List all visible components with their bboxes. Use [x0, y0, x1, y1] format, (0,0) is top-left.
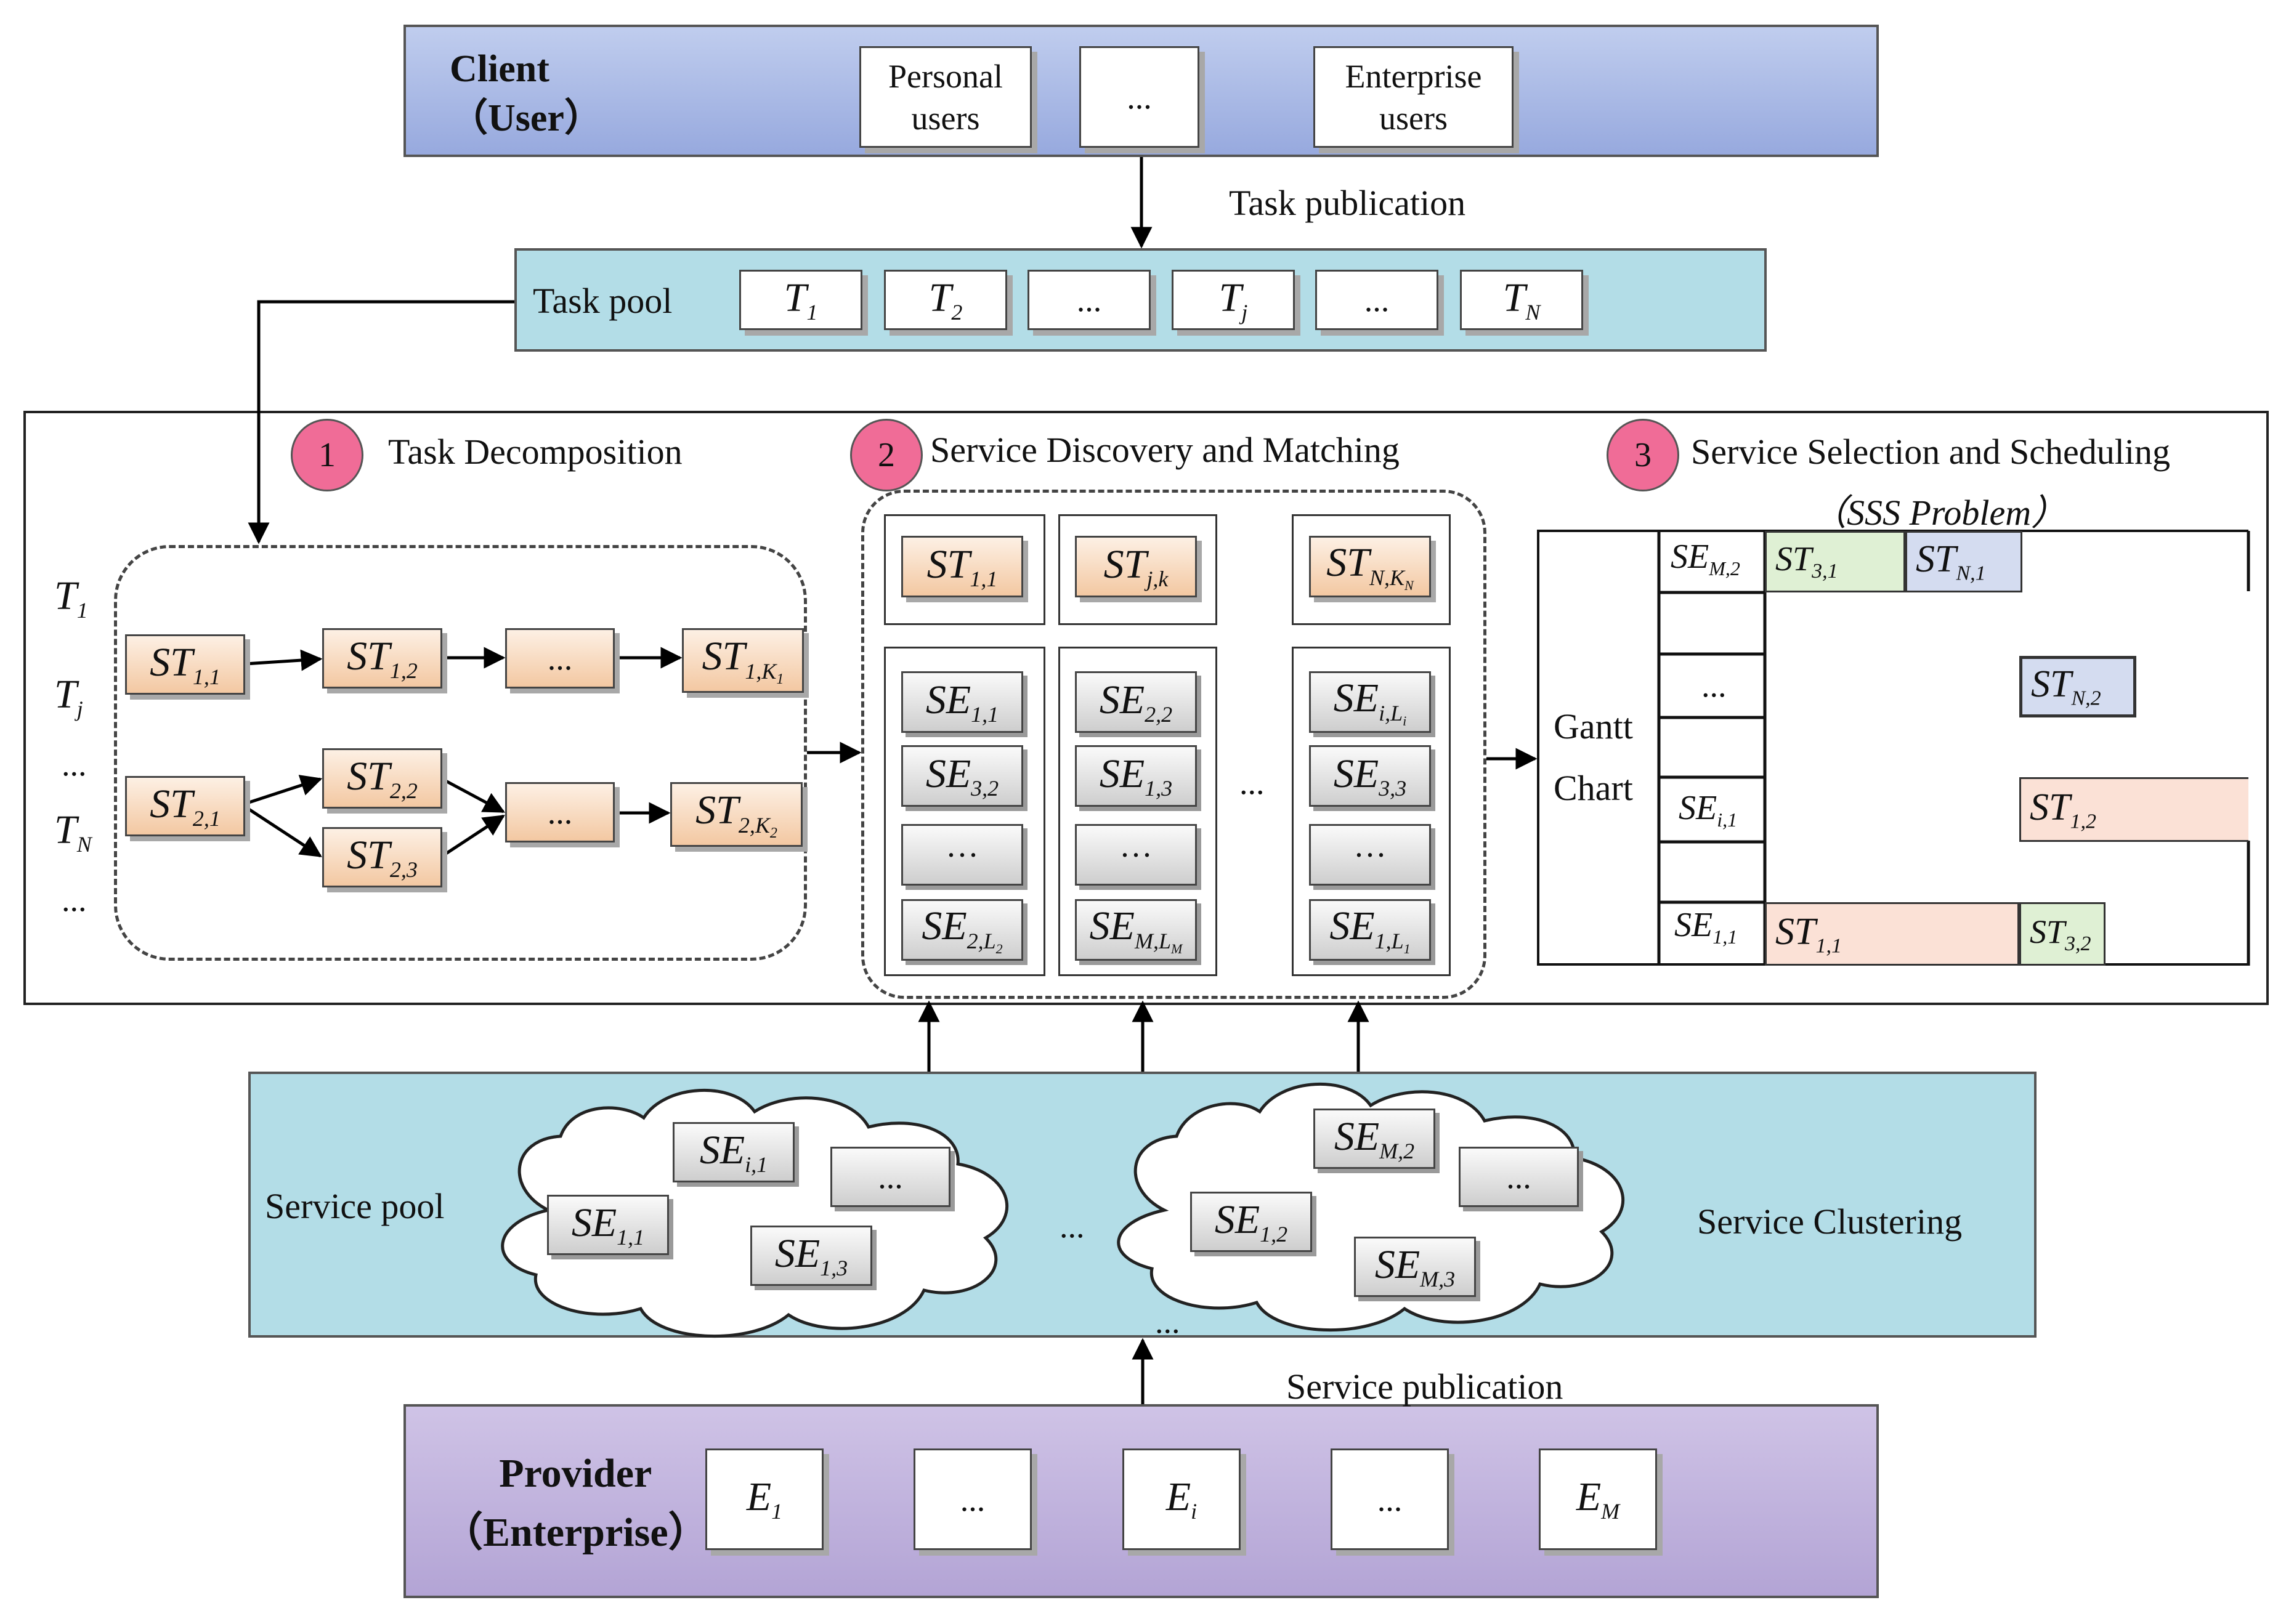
subtask-ST22: ST2,2 [322, 748, 442, 809]
task-publication-label: Task publication [1229, 183, 1466, 223]
provider-Ei: Ei [1122, 1448, 1241, 1550]
task-ellipsis-1: ... [1027, 270, 1151, 330]
service-pool-label: Service pool [265, 1186, 445, 1226]
gantt-label-SEM2: SEM,2 [1671, 538, 1740, 580]
gantt-bar-ST32: ST3,2 [2019, 902, 2106, 966]
left-label-Tj: Tj [54, 672, 83, 722]
left-label-ellipsis-1: ... [62, 746, 87, 783]
task-ellipsis-2: ... [1315, 270, 1438, 330]
service-clustering-label: Service Clustering [1697, 1202, 1963, 1242]
pool-SE13: SE1,3 [750, 1226, 872, 1286]
step1-label: Task Decomposition [388, 432, 683, 472]
se-M-LM: SEM,LM [1075, 899, 1197, 961]
matching-region [861, 490, 1486, 999]
se-i-Li: SEi,Li [1309, 671, 1431, 733]
pool-SE12: SE1,2 [1190, 1192, 1312, 1252]
step2-label: Service Discovery and Matching [930, 430, 1400, 470]
service-publication-label: Service publication [1286, 1367, 1563, 1407]
arrow-pool-to-decomposition [248, 300, 514, 544]
step1-badge: 1 [291, 419, 363, 491]
subtask-ellipsis-2: ... [505, 782, 615, 842]
gantt-bar-ST12: ST1,2 [2019, 777, 2248, 842]
match-ST11: ST1,1 [901, 536, 1023, 597]
enterprise-users-box: Enterprise users [1313, 46, 1514, 148]
task-Tj: Tj [1172, 270, 1295, 330]
gantt-bar-ST31: ST3,1 [1765, 531, 1905, 592]
pool-ellipsis-1: ... [830, 1147, 950, 1207]
subtask-ellipsis-1: ... [505, 628, 615, 689]
se-1-L1: SE1,L1 [1309, 899, 1431, 961]
subtask-ST1K1: ST1,K1 [682, 628, 804, 693]
se-2-2: SE2,2 [1075, 671, 1197, 733]
pool-bottom-ellipsis: ... [1155, 1303, 1180, 1340]
gantt-bar-ST11: ST1,1 [1765, 902, 2019, 966]
provider-EM: EM [1539, 1448, 1657, 1550]
match-STjk: STj,k [1075, 536, 1197, 597]
provider-E1: E1 [705, 1448, 824, 1550]
cloud-right [1117, 1083, 1625, 1332]
subtask-ST2K2: ST2,K2 [670, 782, 803, 847]
step3-badge: 3 [1607, 419, 1679, 491]
se-col3-ellipsis: ··· [1309, 824, 1431, 886]
task-T1: T1 [739, 270, 862, 330]
step3-sublabel: （SSS Problem） [1811, 493, 2067, 533]
arrow-ST21-ST22 [245, 775, 323, 806]
se-3-3: SE3,3 [1309, 745, 1431, 807]
se-col2-ellipsis: ··· [1075, 824, 1197, 886]
gantt-label: Gantt Chart [1554, 706, 1633, 808]
arrow-ST21-ST23 [244, 805, 322, 858]
subtask-ST23: ST2,3 [322, 827, 442, 887]
cloud-between-ellipsis: ... [1060, 1208, 1085, 1245]
subtask-ST12: ST1,2 [322, 628, 442, 689]
gantt-label-SE11: SE1,1 [1674, 906, 1738, 948]
client-ellipsis-box: ... [1079, 46, 1199, 148]
subtask-ST11: ST1,1 [125, 634, 245, 695]
se-2-L2: SE2,L2 [901, 899, 1023, 961]
gantt-bar-STN1: STN,1 [1905, 531, 2022, 592]
personal-users-box: Personal users [859, 46, 1032, 148]
arrow-ST23-dots2 [441, 814, 505, 858]
se-3-2: SE3,2 [901, 745, 1023, 807]
task-T2: T2 [884, 270, 1007, 330]
step3-label: Service Selection and Scheduling [1691, 432, 2170, 472]
arrow-ST11-ST12 [245, 649, 323, 671]
task-pool-label: Task pool [533, 281, 673, 321]
gantt-bar-STN2: STN,2 [2019, 656, 2136, 717]
match-between-ellipsis: ... [1239, 764, 1265, 801]
provider-ellipsis-1: ... [914, 1448, 1032, 1550]
left-label-T1: T1 [54, 573, 88, 623]
step2-badge: 2 [850, 419, 923, 491]
provider-ellipsis-2: ... [1331, 1448, 1449, 1550]
pool-SE11: SE1,1 [547, 1195, 669, 1255]
subtask-ST21: ST2,1 [125, 776, 245, 836]
pool-SEi1: SEi,1 [673, 1122, 795, 1182]
se-1-1-a: SE1,1 [901, 671, 1023, 733]
pool-SEM2: SEM,2 [1313, 1109, 1435, 1169]
decomposition-region [114, 545, 807, 961]
se-col1-ellipsis: ··· [901, 824, 1023, 886]
client-title: Client （User） [450, 48, 602, 139]
left-label-ellipsis-2: ... [62, 881, 87, 918]
match-STNKN: STN,KN [1309, 536, 1431, 597]
left-label-TN: TN [54, 807, 92, 857]
gantt-label-SEi1: SEi,1 [1679, 789, 1738, 831]
se-1-3-a: SE1,3 [1075, 745, 1197, 807]
gantt-label-ellipsis: ... [1701, 667, 1727, 704]
task-TN: TN [1460, 270, 1583, 330]
arrow-ST22-dots2 [441, 777, 506, 814]
pool-SEM3: SEM,3 [1354, 1237, 1476, 1297]
pool-ellipsis-2: ... [1459, 1147, 1579, 1207]
provider-title: Provider （Enterprise） [442, 1451, 709, 1555]
